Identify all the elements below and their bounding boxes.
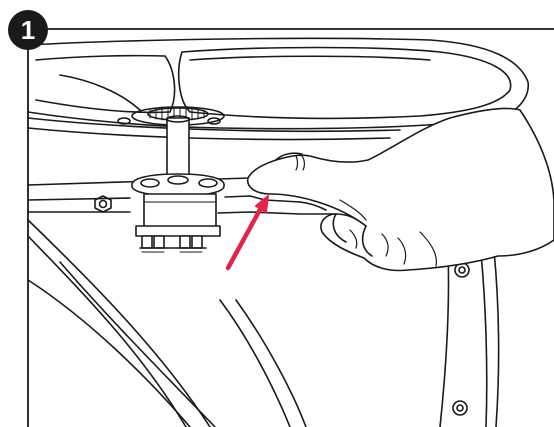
frame-bolt	[94, 195, 112, 213]
chair-legs	[27, 219, 307, 427]
panel-border	[27, 28, 554, 427]
red-arrow-icon	[225, 195, 269, 271]
gas-cylinder	[166, 115, 190, 181]
seat-shell	[27, 37, 529, 141]
hand-icon	[246, 107, 554, 272]
step-number-badge: 1	[8, 10, 48, 50]
step-number: 1	[20, 15, 36, 45]
tilt-mechanism	[131, 173, 225, 253]
